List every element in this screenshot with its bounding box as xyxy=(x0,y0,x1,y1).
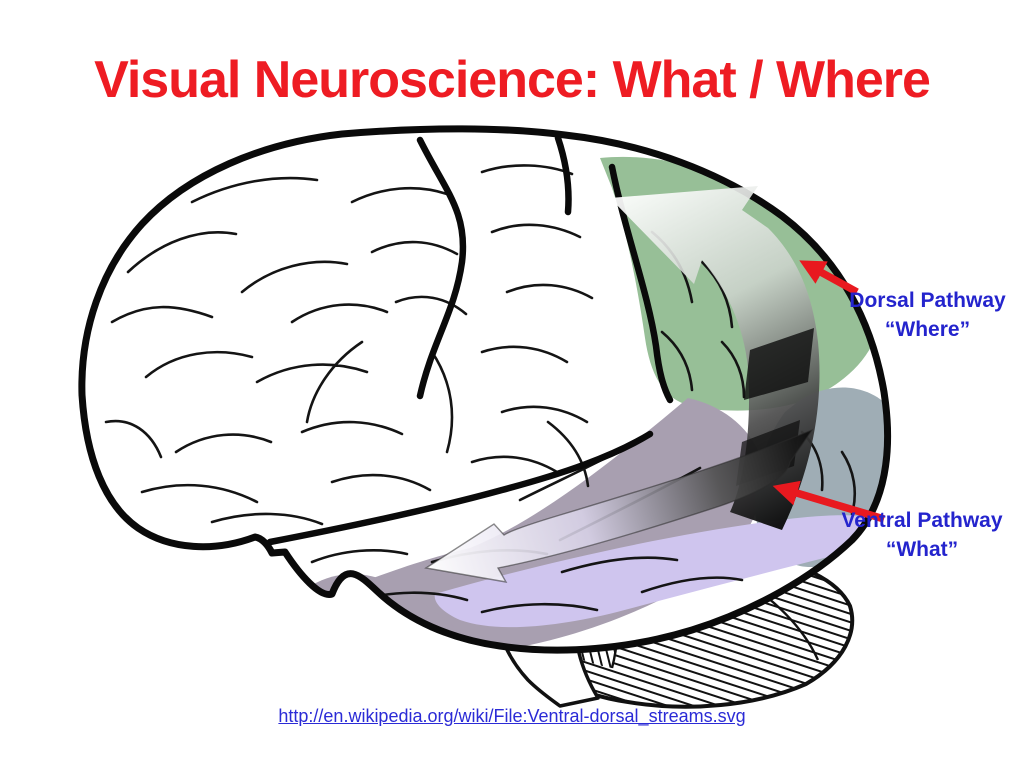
region-inferior-temporal-band xyxy=(434,515,874,628)
source-link[interactable]: http://en.wikipedia.org/wiki/File:Ventra… xyxy=(278,706,746,726)
source-link-container: http://en.wikipedia.org/wiki/File:Ventra… xyxy=(0,706,1024,727)
dorsal-pathway-label-line1: Dorsal Pathway xyxy=(849,289,1006,312)
ventral-pathway-label: Ventral Pathway “What” xyxy=(822,506,1022,564)
dorsal-pathway-label-line2: “Where” xyxy=(884,318,971,341)
cerebrum-outline xyxy=(78,125,892,654)
dorsal-annotation-arrow xyxy=(799,260,859,296)
ventral-stream-arrow xyxy=(424,428,814,583)
ventral-annotation-arrow xyxy=(772,480,886,523)
dorsal-pathway-label: Dorsal Pathway “Where” xyxy=(830,286,1024,344)
sulci-lines xyxy=(104,164,857,614)
major-sulci xyxy=(266,134,674,546)
ventral-pathway-label-line2: “What” xyxy=(885,538,959,561)
ventral-pathway-label-line1: Ventral Pathway xyxy=(841,509,1003,532)
slide-title: Visual Neuroscience: What / Where xyxy=(94,51,931,109)
